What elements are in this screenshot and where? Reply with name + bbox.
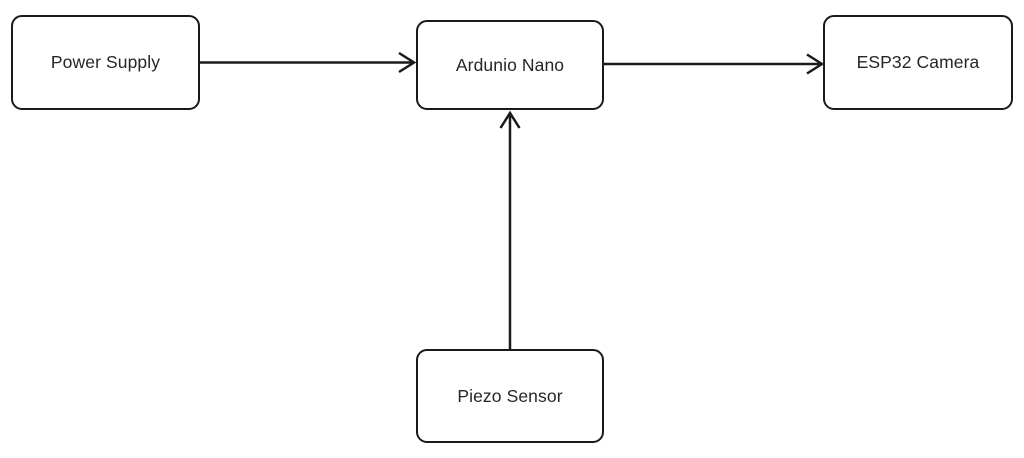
node-piezo-sensor[interactable]: Piezo Sensor	[416, 349, 604, 443]
node-piezo-sensor-label: Piezo Sensor	[457, 385, 563, 406]
edge-piezo-sensor-to-arduino-nano	[499, 110, 521, 349]
node-arduino-nano-label: Ardunio Nano	[455, 54, 565, 75]
node-esp32-camera[interactable]: ESP32 Camera	[823, 15, 1013, 110]
node-esp32-camera-label: ESP32 Camera	[856, 52, 980, 72]
arrowhead-icon	[499, 110, 521, 129]
edge-power-supply-to-arduino-nano	[200, 51, 417, 74]
node-arduino-nano[interactable]: Ardunio Nano	[416, 20, 604, 110]
node-power-supply-label: Power Supply	[50, 52, 161, 72]
node-power-supply[interactable]: Power Supply	[11, 15, 200, 110]
edge-arduino-nano-to-esp32-camera	[604, 53, 825, 75]
arrowhead-icon	[398, 51, 417, 74]
arrowhead-icon	[806, 53, 825, 75]
